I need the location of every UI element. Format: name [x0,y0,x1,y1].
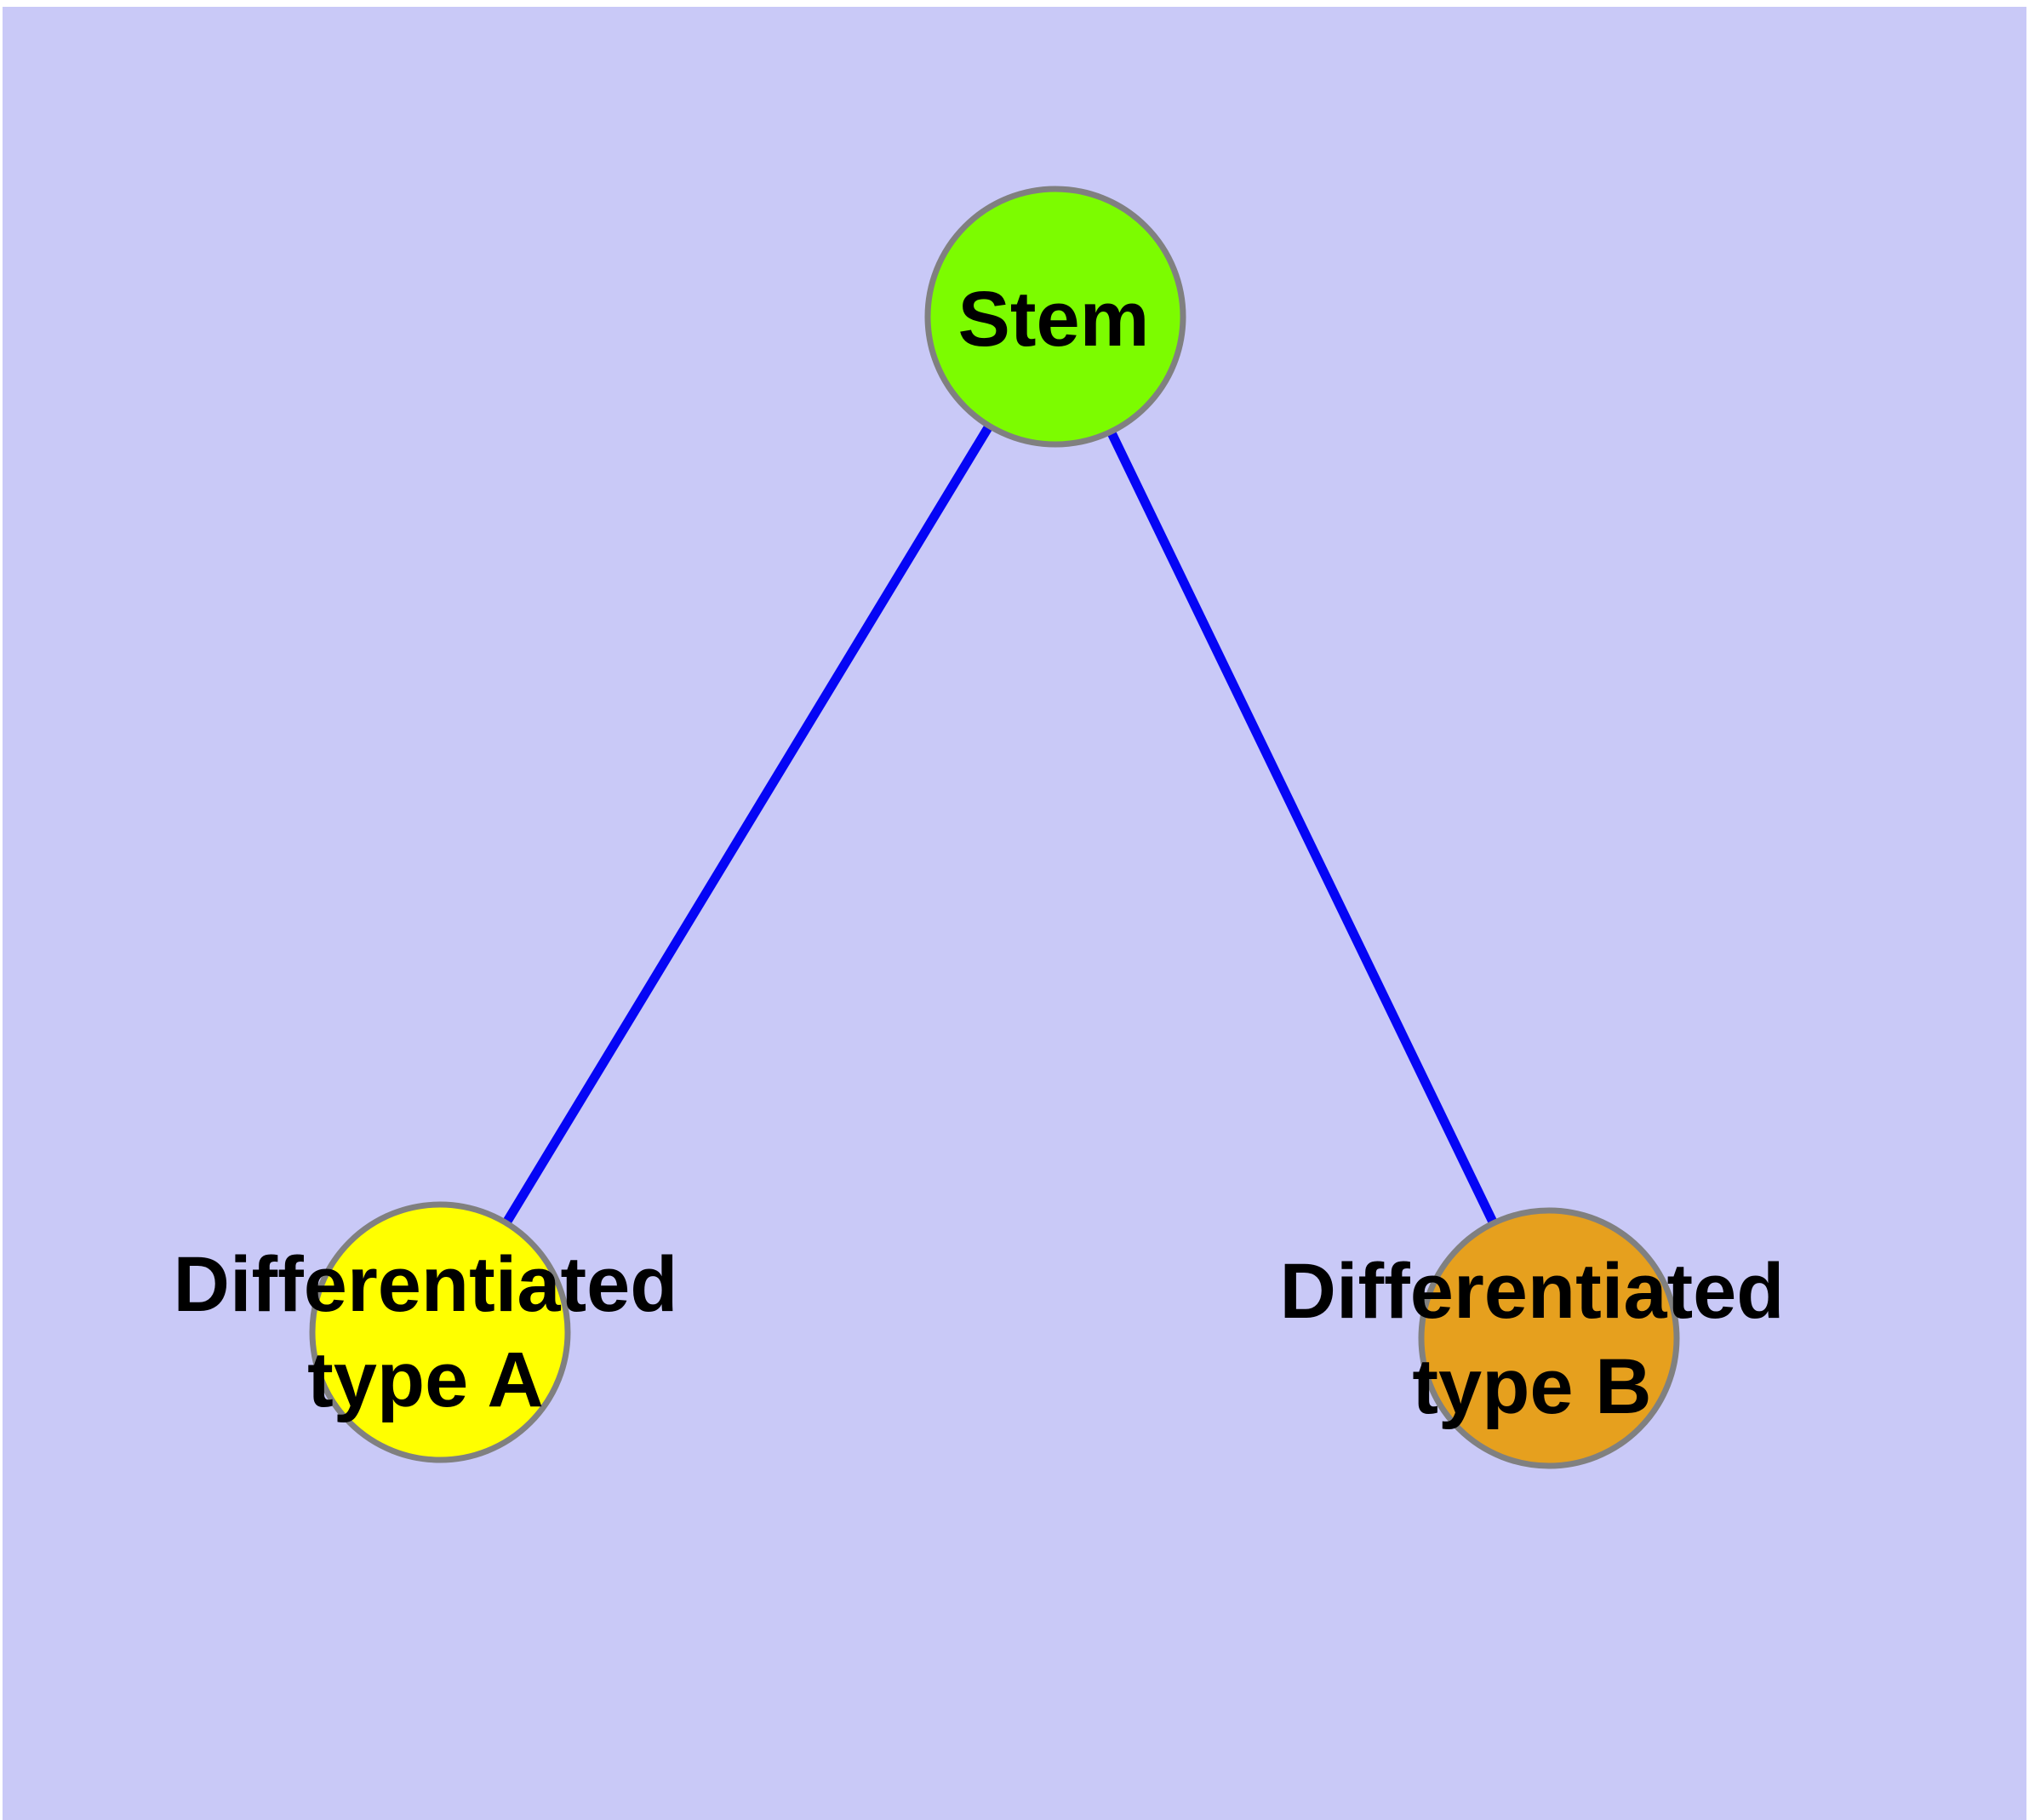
node-differentiated-type-b [1418,1207,1680,1469]
node-type-a-label-line2: type A [307,1336,544,1423]
node-type-b-label-line2: type B [1412,1343,1651,1430]
node-type-a-label-line1: Differentiated [174,1241,678,1328]
node-differentiated-type-a [309,1201,571,1463]
node-stem-label: Stem [958,276,1150,363]
node-type-b-label-line1: Differentiated [1280,1248,1785,1335]
edge-stem-to-type-a [436,314,1060,1335]
edge-stem-to-type-b [1051,314,1553,1341]
node-stem [924,186,1186,448]
